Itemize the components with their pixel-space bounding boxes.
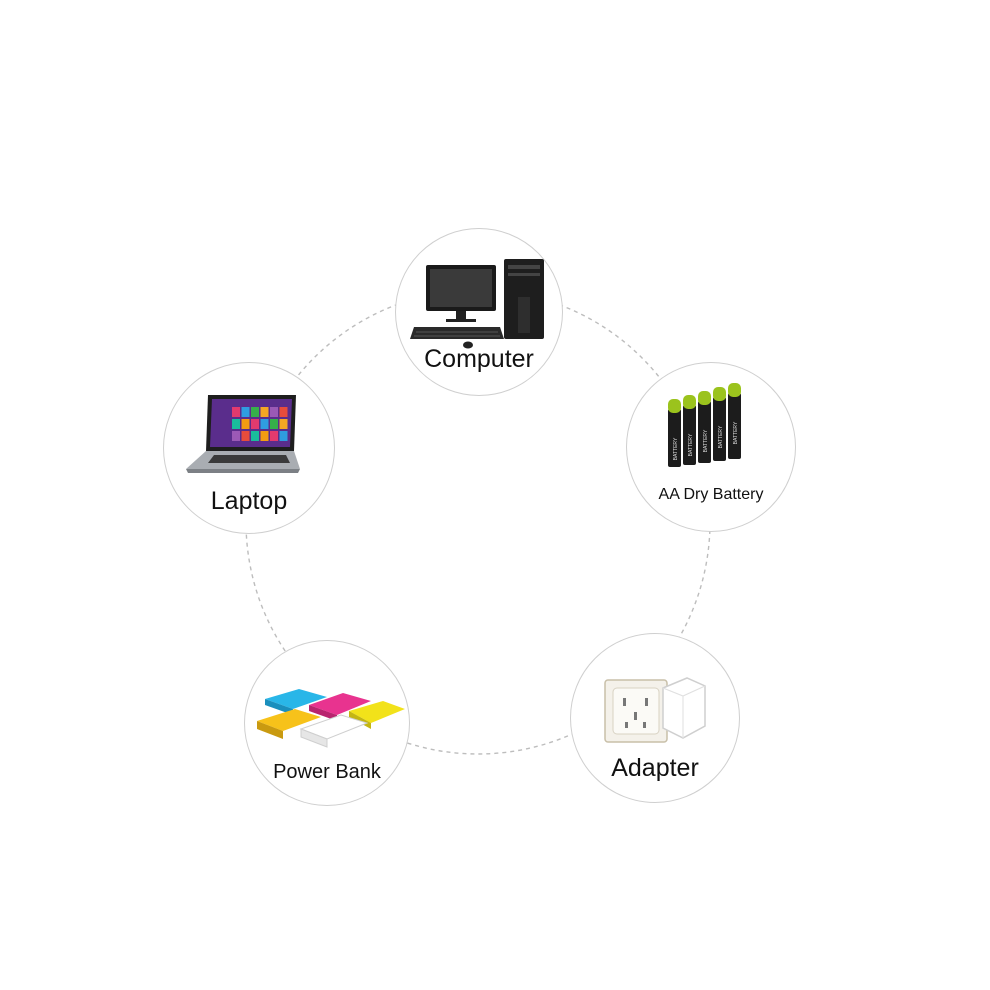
- screen-tile: [251, 419, 259, 429]
- battery-cell: BATTERY: [668, 399, 681, 467]
- screen-tile: [279, 431, 288, 441]
- battery-text: BATTERY: [703, 429, 709, 452]
- screen-tile: [279, 407, 288, 417]
- node-power-bank: Power Bank: [244, 640, 410, 806]
- screen-tile: [260, 407, 269, 417]
- screen-tile: [232, 419, 240, 429]
- battery-text: BATTERY: [718, 425, 724, 448]
- battery-cell: BATTERY: [698, 391, 711, 463]
- screen-tile: [232, 431, 240, 441]
- node-label: Laptop: [210, 487, 288, 515]
- battery-cell: BATTERY: [728, 383, 741, 459]
- battery-text: BATTERY: [673, 437, 679, 460]
- battery-text: BATTERY: [733, 421, 739, 444]
- battery-cell: BATTERY: [683, 395, 696, 465]
- node-computer: Computer: [395, 228, 563, 396]
- node-label: AA Dry Battery: [658, 486, 764, 503]
- screen-tile: [241, 407, 250, 417]
- screen-tile: [241, 431, 250, 441]
- battery-text: BATTERY: [688, 433, 694, 456]
- laptop-icon: [186, 395, 300, 473]
- power-bank-icon: [257, 689, 405, 748]
- screen-tile: [279, 419, 288, 429]
- node-label: Adapter: [611, 754, 699, 782]
- screen-tile: [270, 419, 278, 429]
- screen-tile: [251, 431, 259, 441]
- screen-tile: [270, 431, 278, 441]
- battery-icon: BATTERY BATTERY BATTERY BATTERY BATTERY: [668, 383, 741, 467]
- screen-tile: [251, 407, 259, 417]
- node-adapter: Adapter: [570, 633, 740, 803]
- screen-tile: [232, 407, 240, 417]
- node-battery: BATTERY BATTERY BATTERY BATTERY BATTERY AA D…: [626, 362, 796, 532]
- battery-cell: BATTERY: [713, 387, 726, 461]
- screen-tile: [260, 419, 269, 429]
- screen-tile: [241, 419, 250, 429]
- screen-tile: [260, 431, 269, 441]
- desktop-computer-icon: [410, 259, 544, 349]
- screen-tile: [270, 407, 278, 417]
- node-laptop: Laptop: [163, 362, 335, 534]
- node-label: Computer: [424, 345, 534, 373]
- wall-adapter-icon: [604, 677, 706, 743]
- node-label: Power Bank: [273, 761, 381, 783]
